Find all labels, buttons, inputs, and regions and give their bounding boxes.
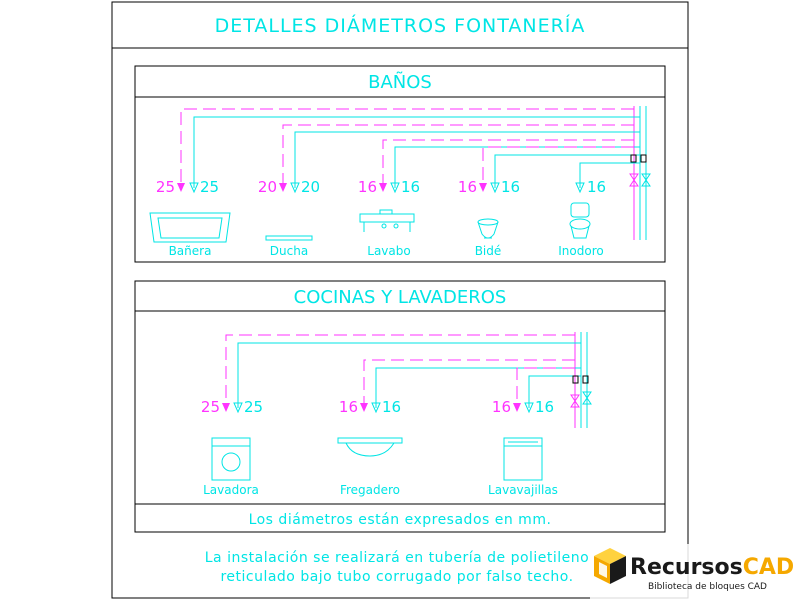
washing-machine-icon: [211, 437, 251, 481]
bide-label: Bidé: [475, 244, 502, 258]
ducha-cold-diameter: 20: [301, 178, 320, 196]
bathrooms-outlets: [177, 182, 585, 194]
bide-hot-diameter: 16: [458, 178, 477, 196]
ducha-hot-diameter: 20: [258, 178, 277, 196]
lavavajillas-cold-diameter: 16: [535, 398, 554, 416]
lavavajillas-hot-diameter: 16: [492, 398, 511, 416]
fregadero-label: Fregadero: [340, 483, 400, 497]
lavadora-hot-diameter: 25: [201, 398, 220, 416]
sink-icon: [337, 437, 403, 457]
lavadora-cold-diameter: 25: [244, 398, 263, 416]
brand-name: RecursosCAD: [630, 555, 794, 580]
bathrooms-piping: [180, 106, 647, 240]
fregadero-hot-diameter: 16: [339, 398, 358, 416]
units-note: Los diámetros están expresados en mm.: [249, 512, 552, 528]
bathrooms-fixture-names: Bañera Ducha Lavabo Bidé Inodoro: [169, 244, 604, 258]
bide-cold-diameter: 16: [501, 178, 520, 196]
washbasin-icon: [359, 209, 415, 232]
cube-icon: [594, 548, 626, 584]
installation-note-line-2: reticulado bajo tubo corrugado por falso…: [220, 569, 573, 585]
lavabo-cold-diameter: 16: [401, 178, 420, 196]
banera-label: Bañera: [169, 244, 212, 258]
toilet-icon: [569, 202, 591, 239]
kitchens-diameter-labels: 25 25 16 16 16 16: [201, 398, 554, 416]
kitchens-outlets: [222, 402, 534, 414]
banera-hot-diameter: 25: [156, 178, 175, 196]
kitchens-heading: COCINAS Y LAVADEROS: [294, 287, 507, 308]
shower-icon: [265, 235, 313, 241]
banera-cold-diameter: 25: [200, 178, 219, 196]
lavabo-hot-diameter: 16: [358, 178, 377, 196]
bidet-icon: [477, 218, 499, 239]
bathrooms-heading: BAÑOS: [368, 71, 432, 93]
fregadero-cold-diameter: 16: [382, 398, 401, 416]
installation-note-line-1: La instalación se realizará en tubería d…: [205, 550, 589, 566]
kitchens-piping: [225, 332, 588, 428]
recursoscad-logo: RecursosCAD Biblioteca de bloques CAD: [590, 544, 800, 600]
lavavajillas-label: Lavavajillas: [488, 483, 558, 497]
drawing-title: DETALLES DIÁMETROS FONTANERÍA: [215, 14, 586, 37]
dishwasher-icon: [503, 437, 543, 481]
inodoro-cold-diameter: 16: [587, 178, 606, 196]
bathrooms-riser-valves: [629, 154, 651, 187]
drawing-frame: [111, 1, 689, 599]
inodoro-label: Inodoro: [558, 244, 603, 258]
bathrooms-diameter-labels: 25 25 20 20 16 16 16 16 16: [156, 178, 606, 196]
lavadora-label: Lavadora: [203, 483, 259, 497]
kitchens-riser-valves: [570, 375, 592, 408]
bathrooms-box: [134, 65, 666, 263]
kitchens-fixture-names: Lavadora Fregadero Lavavajillas: [203, 483, 558, 497]
lavabo-label: Lavabo: [367, 244, 410, 258]
ducha-label: Ducha: [270, 244, 308, 258]
brand-tagline: Biblioteca de bloques CAD: [648, 582, 767, 592]
bathtub-icon: [149, 212, 231, 243]
kitchens-box: [134, 280, 666, 533]
